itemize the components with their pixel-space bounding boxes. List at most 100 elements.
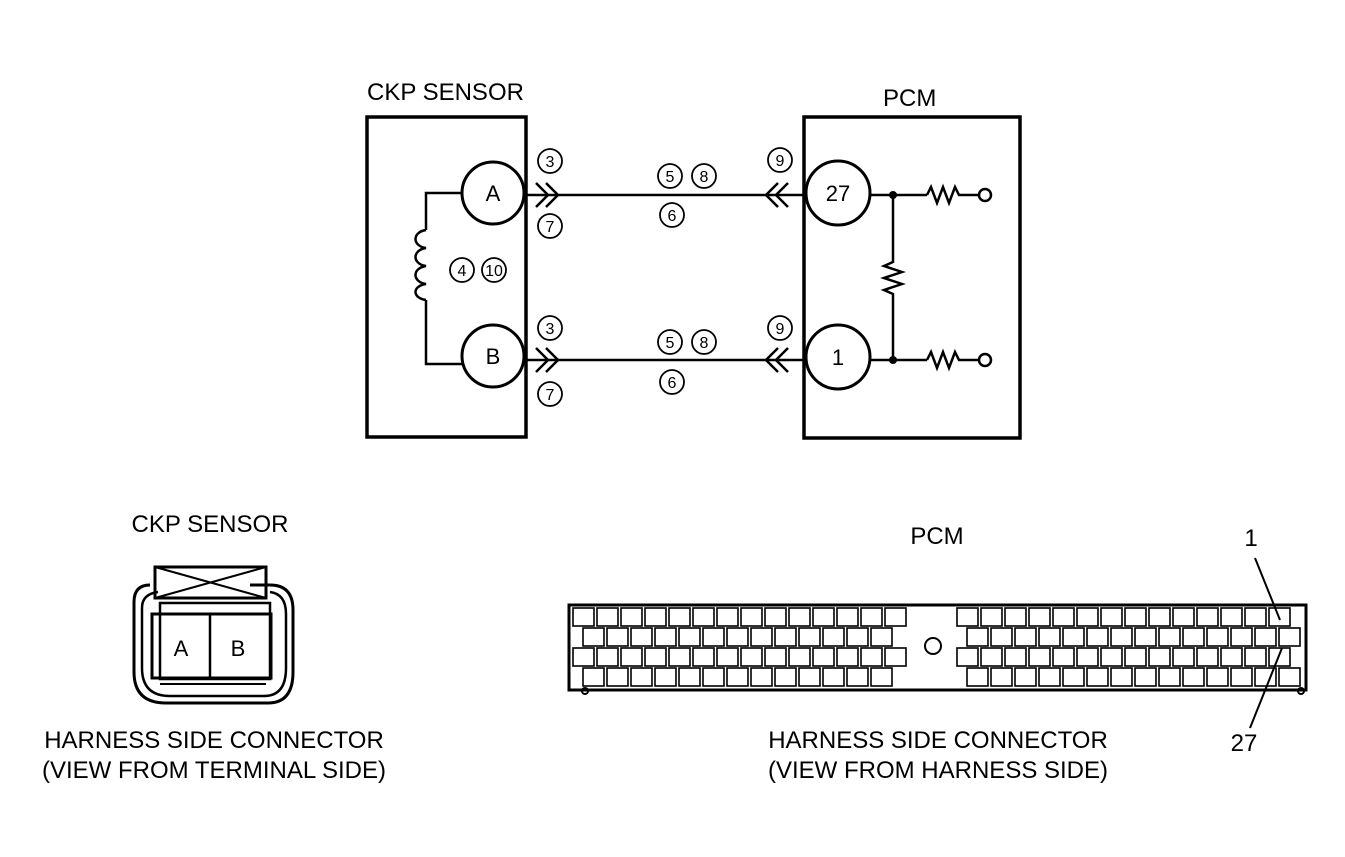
pcm-internal-circuit <box>870 183 993 372</box>
pcm-cavity <box>956 647 979 667</box>
pcm-cavity <box>1172 647 1195 667</box>
pcm-terminal-27 <box>804 159 872 227</box>
svg-text:4: 4 <box>458 263 467 280</box>
pcm-cavity <box>1038 627 1061 647</box>
pcm-cavity <box>1004 607 1027 627</box>
pcm-cavity <box>980 607 1003 627</box>
pcm-cavity <box>1076 647 1099 667</box>
pcm-cavity <box>1244 647 1267 667</box>
callout-a-upper: 3 <box>537 148 563 174</box>
pcm-cavity <box>716 647 739 667</box>
pcm-cavity <box>726 627 749 647</box>
pcm-cavity <box>630 667 653 687</box>
svg-text:3: 3 <box>546 154 555 171</box>
pcm-cavity <box>788 647 811 667</box>
pcm-cavity <box>606 627 629 647</box>
pcm-connector-foot-right-icon <box>1297 687 1305 695</box>
pcm-pullup-resistor-top-icon <box>925 183 979 207</box>
pcm-cavity <box>956 607 979 627</box>
pcm-cavity <box>572 607 595 627</box>
pcm-cavity <box>1028 607 1051 627</box>
pcm-cavity <box>1062 627 1085 647</box>
pcm-cavity <box>740 647 763 667</box>
pcm-cavity <box>1220 607 1243 627</box>
pcm-cavity <box>860 647 883 667</box>
pcm-cavity <box>1278 627 1301 647</box>
sensor-connector-caption-line1: HARNESS SIDE CONNECTOR <box>44 727 384 754</box>
pcm-cavity <box>1124 607 1147 627</box>
pcm-terminal-27-label: 27 <box>826 181 850 206</box>
pcm-cavity <box>692 647 715 667</box>
sensor-connector-caption-line2: (VIEW FROM TERMINAL SIDE) <box>42 757 386 784</box>
svg-text:9: 9 <box>776 153 785 170</box>
pcm-cavity <box>1196 647 1219 667</box>
callout-coil-1: 4 <box>449 257 475 283</box>
pcm-cavity <box>740 607 763 627</box>
pcm-cavity <box>1182 667 1205 687</box>
svg-text:7: 7 <box>546 219 555 236</box>
pcm-cavity <box>596 647 619 667</box>
sensor-terminal-b-label: B <box>486 344 501 369</box>
ckp-sensor-box <box>365 115 528 439</box>
pcm-cavity <box>860 607 883 627</box>
sensor-connector-a-chevron-icon <box>535 182 560 208</box>
pcm-cavity <box>1062 667 1085 687</box>
pcm-cavity <box>1278 667 1301 687</box>
pcm-cavity <box>1254 627 1277 647</box>
pcm-connector-caption-line2: (VIEW FROM HARNESS SIDE) <box>768 757 1108 784</box>
callout-b-lower: 7 <box>537 381 563 407</box>
pcm-cavity <box>692 607 715 627</box>
svg-text:10: 10 <box>485 263 503 280</box>
pcm-cavity <box>1244 607 1267 627</box>
pcm-cavity <box>1076 607 1099 627</box>
callout-b-upper: 3 <box>537 315 563 341</box>
pcm-connector-body <box>567 603 1308 692</box>
sensor-connector-pin-a: A <box>174 636 189 661</box>
callout-pcm-bot: 9 <box>767 315 793 341</box>
pcm-cavity <box>572 647 595 667</box>
pcm-cavity <box>1268 647 1291 667</box>
pcm-cavity <box>726 667 749 687</box>
pcm-cavity <box>980 647 1003 667</box>
svg-text:6: 6 <box>668 375 677 392</box>
pcm-cavity <box>1086 627 1109 647</box>
callout-wire-bot-mid: 6 <box>659 369 685 395</box>
pcm-connector-27-chevron-icon <box>764 182 789 208</box>
pcm-bridge-resistor-icon <box>880 195 906 360</box>
sensor-connector-pin-b: B <box>231 636 246 661</box>
sensor-connector-latch <box>153 565 268 600</box>
pcm-cavity <box>812 647 835 667</box>
pcm-cavity <box>1014 627 1037 647</box>
pcm-connector-caption-line1: HARNESS SIDE CONNECTOR <box>768 727 1108 754</box>
sensor-connector-title: CKP SENSOR <box>132 511 289 538</box>
pcm-cavity <box>678 667 701 687</box>
pcm-cavity <box>1206 667 1229 687</box>
coil-lead-wires <box>424 191 462 366</box>
pcm-box <box>802 115 1022 440</box>
pcm-cavity <box>1172 607 1195 627</box>
pcm-cavity <box>884 607 907 627</box>
pcm-cavity <box>884 647 907 667</box>
pcm-cavity <box>1158 627 1181 647</box>
pcm-terminal-1-label: 1 <box>832 345 844 370</box>
pcm-cavity <box>606 667 629 687</box>
svg-text:6: 6 <box>668 208 677 225</box>
pcm-cavity <box>1086 667 1109 687</box>
pcm-cavity <box>990 667 1013 687</box>
pcm-cavity <box>668 647 691 667</box>
pcm-cavity <box>1196 607 1219 627</box>
ckp-sensor-title: CKP SENSOR <box>367 79 524 106</box>
pcm-reference-terminal-top-icon <box>977 187 993 203</box>
sensor-connector-face <box>132 565 295 705</box>
pcm-cavity <box>822 667 845 687</box>
pcm-cavity <box>1182 627 1205 647</box>
pcm-cavity <box>774 627 797 647</box>
pcm-cavity <box>788 607 811 627</box>
pcm-cavity <box>620 607 643 627</box>
svg-text:9: 9 <box>776 321 785 338</box>
pcm-cavity <box>836 607 859 627</box>
coil-icon <box>414 228 427 302</box>
callout-wire-top-2: 8 <box>691 163 717 189</box>
pcm-cavity <box>1014 667 1037 687</box>
